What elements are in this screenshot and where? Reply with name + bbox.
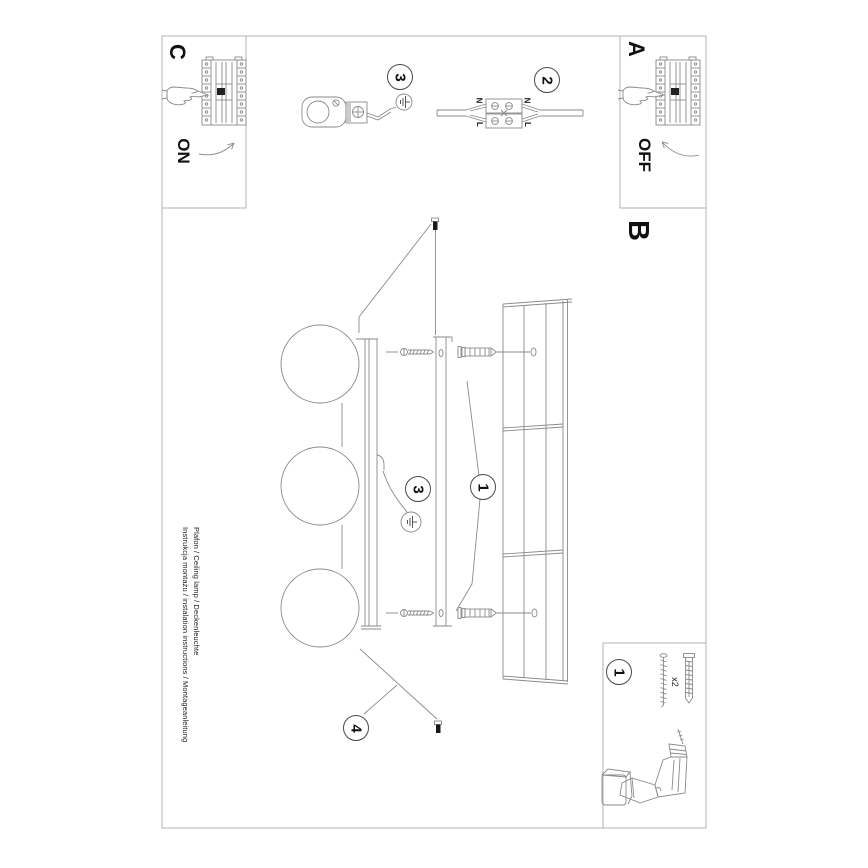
step-c-label: C [161, 36, 193, 68]
on-label-box: ON [161, 129, 205, 173]
step-a-letter: A [623, 41, 649, 57]
ground-symbol-icon [400, 511, 422, 533]
breaker-panel-off-drawing [617, 56, 701, 157]
step-b-label: B [619, 212, 655, 248]
off-label-box: OFF [618, 129, 670, 181]
screw-and-plug-bottom [386, 607, 538, 619]
breaker-panel-on-drawing [161, 56, 247, 156]
on-arrow-icon [198, 142, 235, 156]
callout-3-mid: 3 [405, 476, 431, 502]
step-c-letter: C [164, 44, 190, 60]
callout-4: 4 [343, 715, 369, 741]
off-arrow-icon [661, 141, 700, 157]
screw-and-plug-top [386, 346, 537, 358]
step-a-box [619, 35, 707, 209]
page-frames [161, 35, 707, 829]
hardware-contents [600, 653, 695, 806]
wire-label-l-out: L [522, 121, 532, 127]
canopy-screw-bottom [434, 720, 442, 733]
ceiling-lamp-diagram [280, 217, 573, 733]
wiring-diagram-drawing [436, 98, 584, 129]
off-label: OFF [635, 138, 654, 172]
outer-border [161, 35, 707, 829]
callout-1-mid: 1 [470, 474, 496, 500]
step-b-letter: B [621, 219, 654, 241]
glass-globe [280, 446, 360, 526]
callout-1-hardware: 1 [606, 659, 632, 685]
canopy-screw-top [358, 217, 439, 335]
glass-globe [280, 568, 360, 648]
side-text-line1: Instrukcja montażu / instalation instruc… [181, 527, 190, 743]
mounting-strip [433, 336, 453, 627]
hardware-box [602, 642, 707, 829]
wire-label-n-in: N [474, 97, 484, 103]
side-text-line2: Plafon / Ceiling lamp / Deckenleuchte [192, 527, 201, 656]
ground-symbol-icon [395, 93, 413, 111]
ceiling-panel [502, 298, 573, 685]
ground-wire [382, 470, 408, 513]
lamp-canopy [356, 338, 381, 630]
on-label: ON [174, 138, 193, 164]
hand-icon [161, 86, 209, 106]
leader-lines [359, 380, 481, 720]
wire-label-n-out: N [522, 97, 532, 103]
screw-icon [659, 653, 668, 708]
hardware-qty-label: x2 [669, 677, 680, 687]
ground-bracket-drawing [301, 93, 413, 128]
callout-2: 2 [534, 67, 560, 93]
hand-icon [617, 86, 665, 106]
step-a-label: A [620, 33, 652, 65]
wall-plug-icon [683, 653, 695, 704]
wire-label-l-in: L [474, 121, 484, 127]
glass-globe [280, 324, 360, 404]
ground-hook [376, 454, 385, 470]
drill-icon [600, 728, 688, 806]
callout-3-top: 3 [387, 64, 413, 90]
